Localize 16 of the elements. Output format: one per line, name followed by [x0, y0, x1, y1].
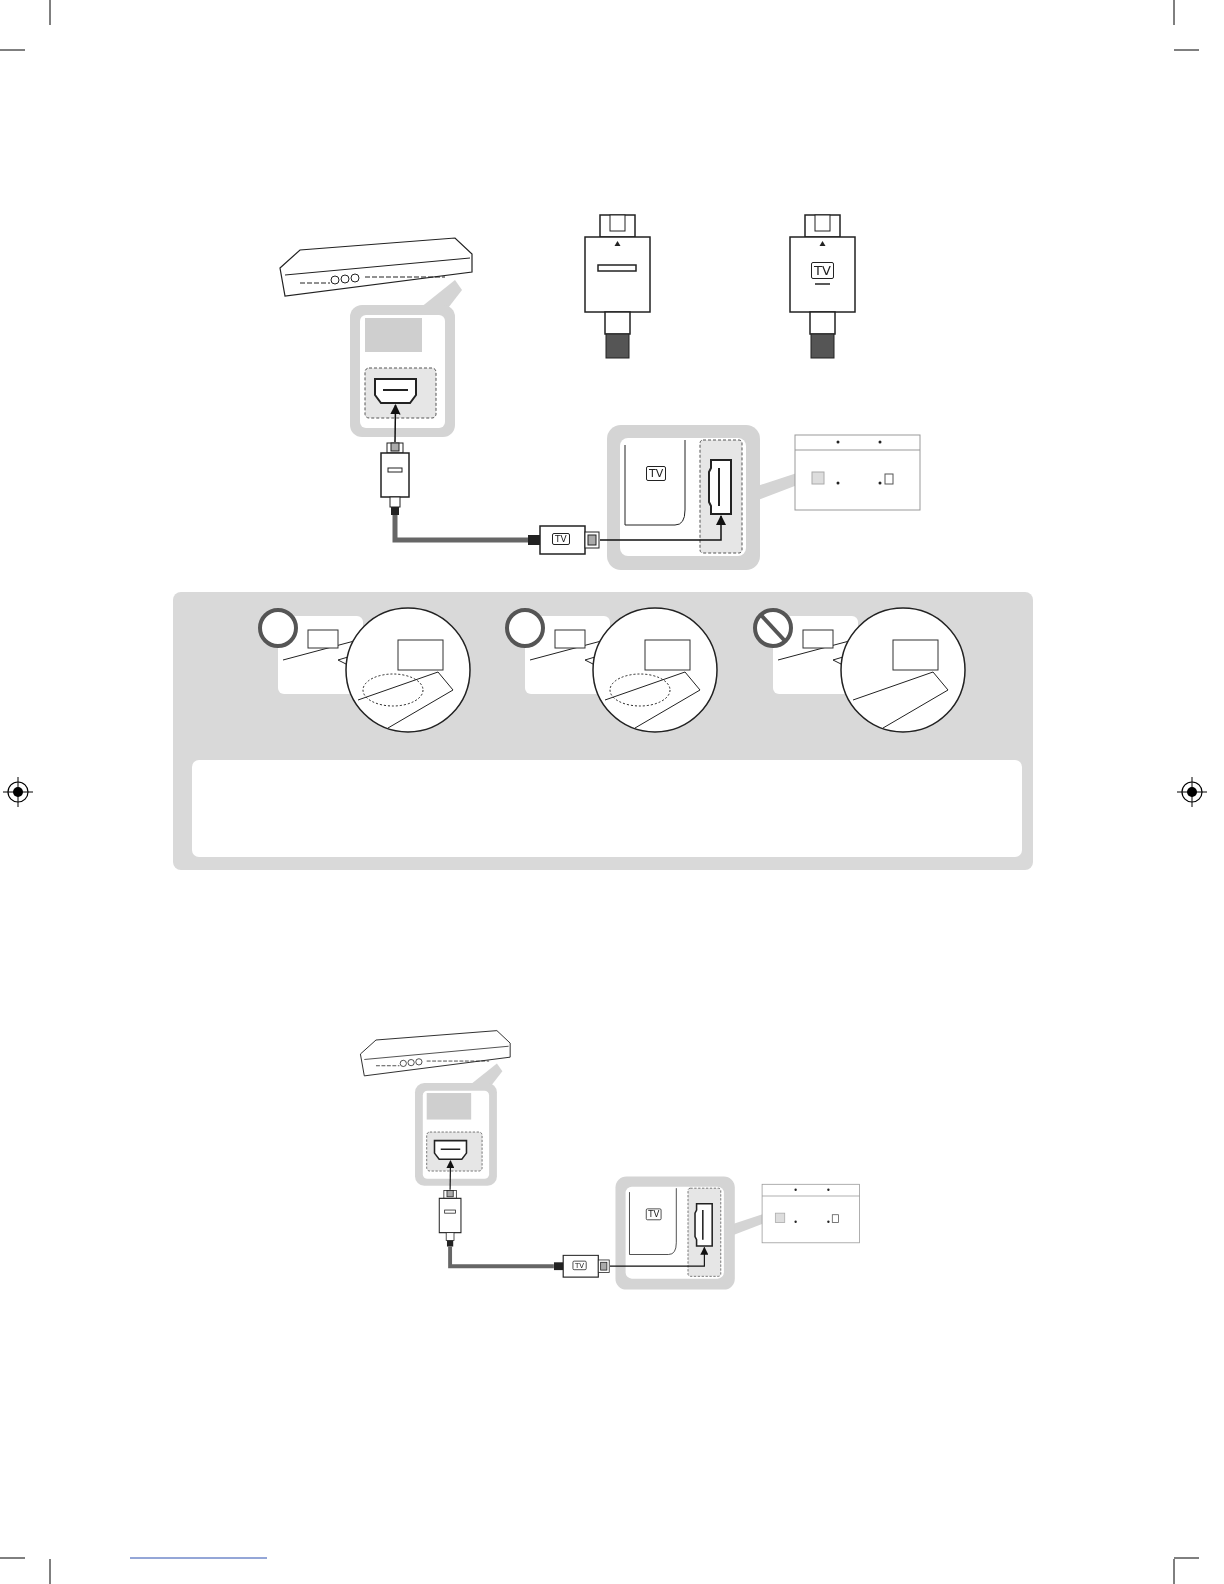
port-icon — [693, 1202, 716, 1248]
port-icon — [432, 1137, 469, 1161]
tv-label: TV — [646, 466, 667, 481]
tv-label: TV — [645, 1208, 662, 1221]
plug-drawing — [380, 442, 410, 515]
plug-drawing — [438, 1189, 462, 1247]
port-icon — [707, 458, 735, 516]
plug-marking: TV — [552, 533, 570, 545]
arrow — [390, 403, 401, 443]
arrow — [446, 1160, 455, 1191]
cable-line — [448, 1246, 554, 1269]
arrow — [609, 1246, 709, 1267]
port-icon — [373, 375, 418, 405]
tv-label: TV — [811, 262, 834, 279]
arrow — [599, 514, 727, 541]
cable-line — [392, 515, 528, 543]
